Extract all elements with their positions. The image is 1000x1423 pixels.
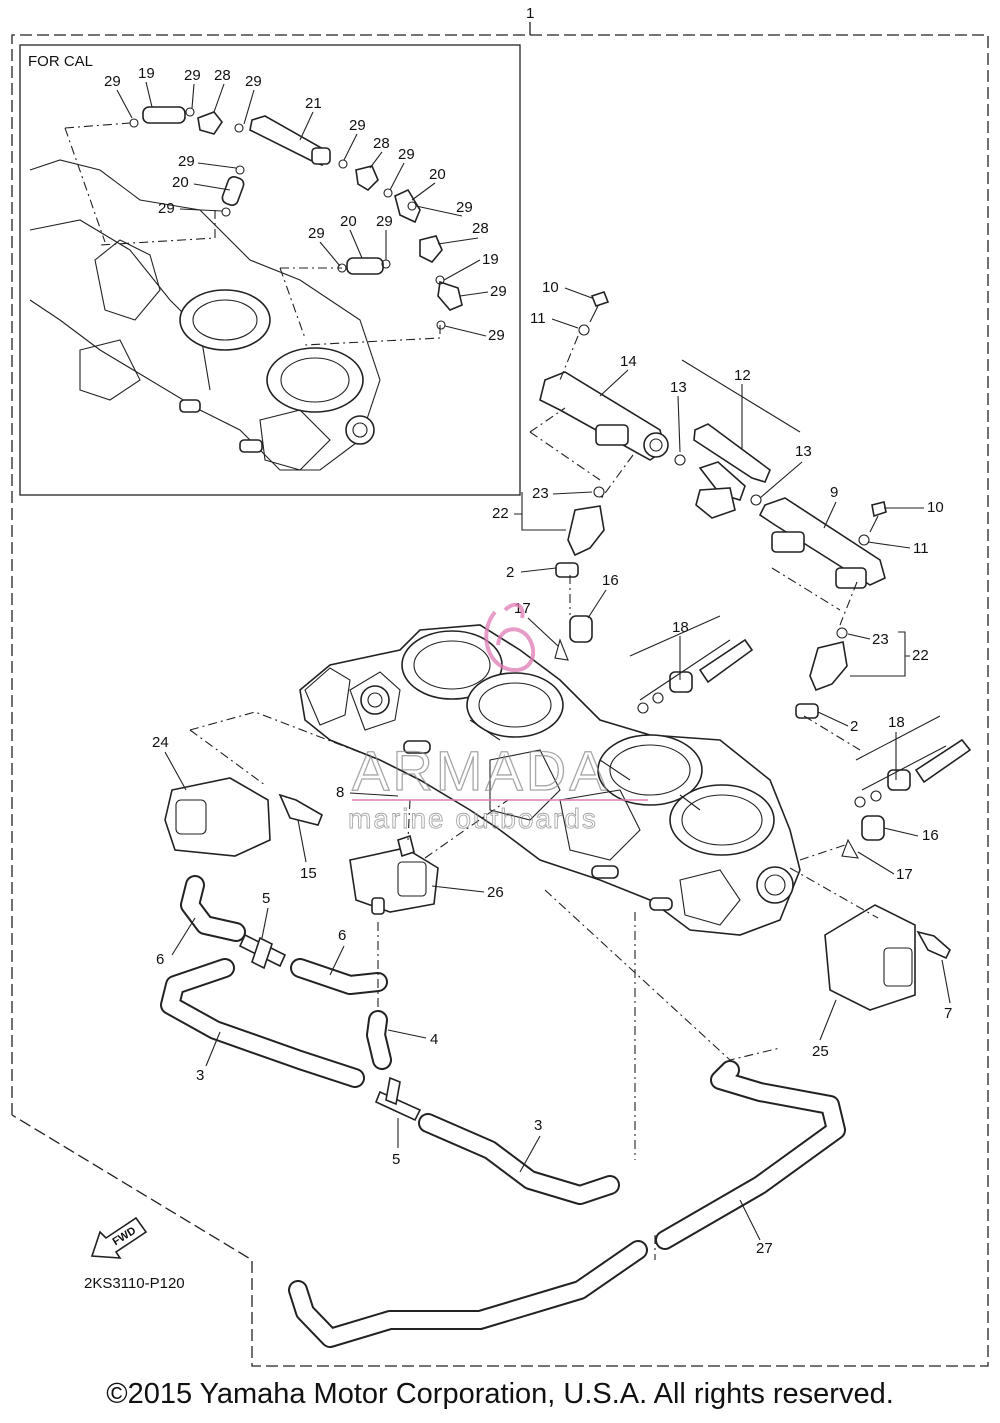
svg-text:20: 20: [172, 174, 189, 191]
svg-text:3: 3: [196, 1067, 204, 1084]
svg-text:21: 21: [305, 95, 322, 112]
svg-text:29: 29: [245, 73, 262, 90]
svg-text:19: 19: [482, 251, 499, 268]
svg-text:13: 13: [795, 443, 812, 460]
bolts-and-washers: [578, 291, 887, 546]
fwd-arrow-icon: FWD: [90, 1216, 148, 1259]
copyright-notice: ©2015 Yamaha Motor Corporation, U.S.A. A…: [106, 1378, 894, 1410]
watermark-brand: ARMADA: [352, 739, 610, 802]
svg-text:19: 19: [138, 65, 155, 82]
svg-text:10: 10: [542, 279, 559, 296]
svg-text:16: 16: [602, 572, 619, 589]
fuel-rail-front: [539, 371, 669, 461]
watermark: ARMADA marine outboards: [348, 602, 648, 834]
vacuum-hoses: [160, 875, 846, 1348]
svg-text:6: 6: [156, 951, 164, 968]
throttle-body: [299, 624, 801, 936]
svg-text:27: 27: [756, 1240, 773, 1257]
svg-text:5: 5: [392, 1151, 400, 1168]
svg-text:29: 29: [349, 117, 366, 134]
svg-text:6: 6: [338, 927, 346, 944]
svg-text:28: 28: [214, 67, 231, 84]
svg-text:2: 2: [506, 564, 514, 581]
svg-text:8: 8: [336, 784, 344, 801]
svg-text:15: 15: [300, 865, 317, 882]
svg-text:24: 24: [152, 734, 169, 751]
svg-text:3: 3: [534, 1117, 542, 1134]
throttle-position-sensor: [164, 777, 324, 857]
svg-text:29: 29: [398, 146, 415, 163]
svg-text:25: 25: [812, 1043, 829, 1060]
svg-text:17: 17: [896, 866, 913, 883]
svg-text:20: 20: [429, 166, 446, 183]
svg-text:23: 23: [872, 631, 889, 648]
svg-text:29: 29: [456, 199, 473, 216]
injector-front: [555, 486, 605, 578]
svg-text:10: 10: [927, 499, 944, 516]
intake-pressure-sensor: [349, 834, 439, 915]
watermark-tagline: marine outboards: [348, 803, 598, 834]
svg-text:29: 29: [376, 213, 393, 230]
svg-text:18: 18: [888, 714, 905, 731]
drawing-code: 2KS3110-P120: [84, 1275, 185, 1292]
fuel-tee-fitting: [674, 423, 771, 519]
svg-text:11: 11: [530, 310, 546, 327]
svg-text:22: 22: [912, 647, 929, 664]
svg-text:13: 13: [670, 379, 687, 396]
svg-text:29: 29: [308, 225, 325, 242]
inset-title: FOR CAL: [28, 53, 93, 70]
svg-text:20: 20: [340, 213, 357, 230]
svg-text:28: 28: [373, 135, 390, 152]
inset-box: [19, 44, 521, 496]
inset-callouts: 29 19 29 28 29 21 29 28 29 29 20 20 29 2…: [104, 65, 507, 344]
svg-text:29: 29: [490, 283, 507, 300]
svg-text:7: 7: [944, 1005, 952, 1022]
svg-text:11: 11: [913, 540, 929, 557]
inset-throttle-body: [29, 159, 381, 471]
svg-text:29: 29: [184, 67, 201, 84]
svg-text:14: 14: [620, 353, 637, 370]
svg-text:29: 29: [488, 327, 505, 344]
svg-text:4: 4: [430, 1031, 438, 1048]
svg-text:29: 29: [158, 200, 175, 217]
inset-hoses: [64, 106, 463, 346]
watermark-logo-icon: [484, 602, 536, 672]
svg-text:22: 22: [492, 505, 509, 522]
connection-lines: [189, 335, 879, 1260]
svg-text:26: 26: [487, 884, 504, 901]
tee-connectors: [238, 933, 422, 1122]
svg-text:23: 23: [532, 485, 549, 502]
svg-text:2: 2: [850, 718, 858, 735]
injector-rear: [795, 627, 848, 719]
svg-text:29: 29: [104, 73, 121, 90]
small-hoses-and-caps: [554, 615, 972, 859]
assembly-callout: 1: [526, 5, 534, 22]
assembly-frame: [11, 34, 989, 1367]
svg-text:29: 29: [178, 153, 195, 170]
svg-text:28: 28: [472, 220, 489, 237]
idle-air-sensor: [824, 904, 951, 1011]
svg-text:12: 12: [734, 367, 751, 384]
svg-text:9: 9: [830, 484, 838, 501]
svg-text:5: 5: [262, 890, 270, 907]
fuel-rail-rear: [758, 497, 886, 589]
svg-text:16: 16: [922, 827, 939, 844]
